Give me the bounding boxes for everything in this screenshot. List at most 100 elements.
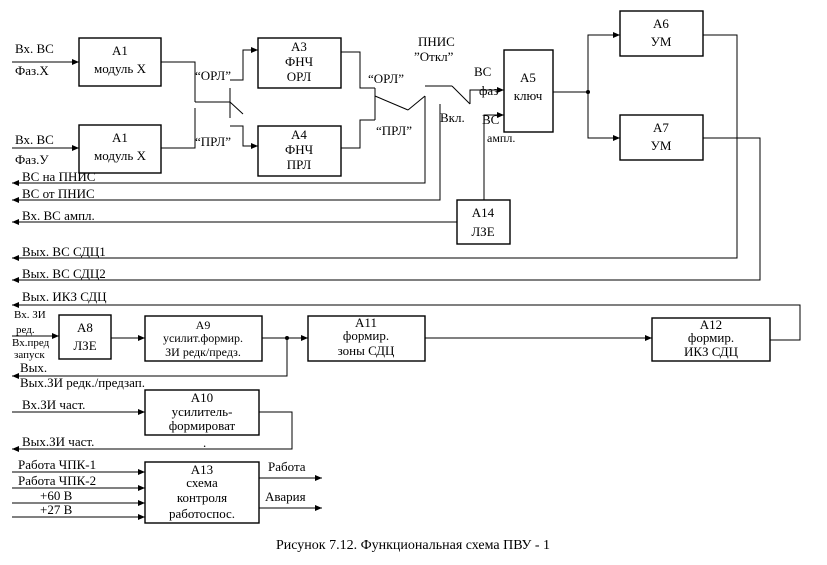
label-vx-vs-2: Вх. ВС xyxy=(15,132,54,147)
label-vs-ampl-1: ВС xyxy=(482,112,499,127)
wire-switch2-out xyxy=(407,95,426,111)
wire-to-a4 xyxy=(230,125,258,149)
block-name: модуль Х xyxy=(94,61,147,76)
label-vyx-1: Вых. xyxy=(20,360,47,375)
figure-caption: Рисунок 7.12. Функциональная схема ПВУ -… xyxy=(276,538,550,553)
svg-text:формир.: формир. xyxy=(343,328,389,343)
svg-text:А6: А6 xyxy=(653,16,669,31)
label-vs-ampl-2: ампл. xyxy=(487,131,515,145)
svg-text:формироват: формироват xyxy=(169,418,236,433)
svg-text:А8: А8 xyxy=(77,320,93,335)
wire-vs-na-pnis xyxy=(12,96,426,186)
label-dot-a10: . xyxy=(203,435,206,450)
svg-text:ОРЛ: ОРЛ xyxy=(287,69,312,84)
wire-a1-top-out xyxy=(161,61,196,102)
block-a14: А14 ЛЗЕ xyxy=(456,199,511,245)
label-plus60: +60 В xyxy=(40,488,73,503)
svg-text:А11: А11 xyxy=(355,315,377,330)
block-a6: А6 УМ xyxy=(619,10,704,57)
wire-vyx-ikz-sdc xyxy=(12,302,801,341)
label-avariya: Авария xyxy=(265,489,306,504)
wire-a1-bot-out xyxy=(161,108,196,149)
svg-text:УМ: УМ xyxy=(651,34,672,49)
label-vyx-vs-sdc2: Вых. ВС СДЦ2 xyxy=(22,266,106,281)
svg-text:А12: А12 xyxy=(700,317,722,332)
svg-text:зоны СДЦ: зоны СДЦ xyxy=(338,343,395,358)
label-vx-pred-1: Вх.пред xyxy=(12,337,50,349)
wire-a14-to-a5 xyxy=(483,112,504,200)
wire-to-a5-faz xyxy=(469,87,504,104)
svg-text:ПРЛ: ПРЛ xyxy=(287,157,312,172)
block-a9: А9 усилит.формир. ЗИ редк/предз. xyxy=(144,315,263,362)
block-a11: А11 формир. зоны СДЦ xyxy=(307,315,426,362)
block-a12: А12 формир. ИКЗ СДЦ xyxy=(651,317,771,362)
label-vyx-zi-redk: Вых.ЗИ редк./предзап. xyxy=(20,375,145,390)
block-a1-top: А1 модуль Х xyxy=(78,37,162,87)
label-faz-y: Фаз.У xyxy=(15,152,49,167)
label-orl-1: “ОРЛ” xyxy=(195,68,231,83)
label-vx-vs-ampl: Вх. ВС ампл. xyxy=(22,208,95,223)
svg-text:А13: А13 xyxy=(191,462,213,477)
wire-vyx-vs-sdc2 xyxy=(12,137,761,283)
switch1-contact xyxy=(229,101,244,115)
pnis-switch-blade xyxy=(451,85,471,105)
block-a13: А13 схема контроля работоспос. xyxy=(144,461,260,524)
block-a7: А7 УМ xyxy=(619,114,704,161)
wire-a3-out xyxy=(341,51,375,89)
svg-text:А10: А10 xyxy=(191,390,213,405)
svg-text:А5: А5 xyxy=(520,70,536,85)
label-vyx-ikz-sdc: Вых. ИКЗ СДЦ xyxy=(22,289,107,304)
block-a4: А4 ФНЧ ПРЛ xyxy=(257,125,342,177)
label-pnis-1: ПНИС xyxy=(418,34,455,49)
svg-text:А7: А7 xyxy=(653,120,669,135)
block-a5: А5 ключ xyxy=(503,49,554,133)
block-a8: А8 ЛЗЕ xyxy=(58,314,112,360)
svg-text:А4: А4 xyxy=(291,127,307,142)
svg-text:ФНЧ: ФНЧ xyxy=(285,142,314,157)
block-a3: А3 ФНЧ ОРЛ xyxy=(257,37,342,89)
wire-vs-ot-pnis xyxy=(12,104,441,203)
label-rabota-chpk1: Работа ЧПК-1 xyxy=(18,457,96,472)
label-rabota-chpk2: Работа ЧПК-2 xyxy=(18,473,96,488)
svg-text:ИКЗ СДЦ: ИКЗ СДЦ xyxy=(684,344,739,359)
svg-text:УМ: УМ xyxy=(651,138,672,153)
svg-text:ЛЗЕ: ЛЗЕ xyxy=(471,224,494,239)
label-faz-x: Фаз.Х xyxy=(15,63,49,78)
label-pnis-2: ”Откл” xyxy=(414,49,454,64)
svg-text:усилитель-: усилитель- xyxy=(172,404,233,419)
svg-text:формир.: формир. xyxy=(688,330,734,345)
label-prl-1: “ПРЛ” xyxy=(195,134,231,149)
svg-text:А9: А9 xyxy=(196,318,211,332)
label-vyx-vs-sdc1: Вых. ВС СДЦ1 xyxy=(22,244,106,259)
wire-vyx-zi-redk xyxy=(12,338,288,379)
block-id: А1 xyxy=(112,43,128,58)
label-prl-2: “ПРЛ” xyxy=(376,123,412,138)
svg-text:усилит.формир.: усилит.формир. xyxy=(163,331,243,345)
wire-to-a3 xyxy=(230,47,258,81)
block-a10: А10 усилитель- формироват xyxy=(144,389,260,436)
label-rabota: Работа xyxy=(268,459,306,474)
block-id: А1 xyxy=(112,130,128,145)
wire-vyx-vs-sdc1 xyxy=(12,34,738,261)
svg-text:работоспос.: работоспос. xyxy=(169,506,235,521)
wire-a4-out xyxy=(341,119,375,149)
svg-text:А3: А3 xyxy=(291,39,307,54)
label-vx-zi-1: Вх. ЗИ xyxy=(14,309,46,321)
label-vs-na-pnis: ВС на ПНИС xyxy=(22,169,95,184)
label-orl-2: “ОРЛ” xyxy=(368,71,404,86)
label-vyx-zi-chast: Вых.ЗИ част. xyxy=(22,434,94,449)
wire-vyx-zi-chast xyxy=(12,411,293,452)
label-vkl: Вкл. xyxy=(440,110,465,125)
svg-text:ФНЧ: ФНЧ xyxy=(285,54,314,69)
svg-text:А14: А14 xyxy=(472,205,495,220)
svg-text:ключ: ключ xyxy=(514,88,543,103)
label-vs-ot-pnis: ВС от ПНИС xyxy=(22,186,95,201)
label-vx-vs-1: Вх. ВС xyxy=(15,41,54,56)
svg-text:ЛЗЕ: ЛЗЕ xyxy=(73,338,96,353)
label-vs-faz-2: фаз xyxy=(479,83,498,98)
label-vs-faz-1: ВС xyxy=(474,64,491,79)
wire-to-a6 xyxy=(587,32,620,92)
label-plus27: +27 В xyxy=(40,502,73,517)
